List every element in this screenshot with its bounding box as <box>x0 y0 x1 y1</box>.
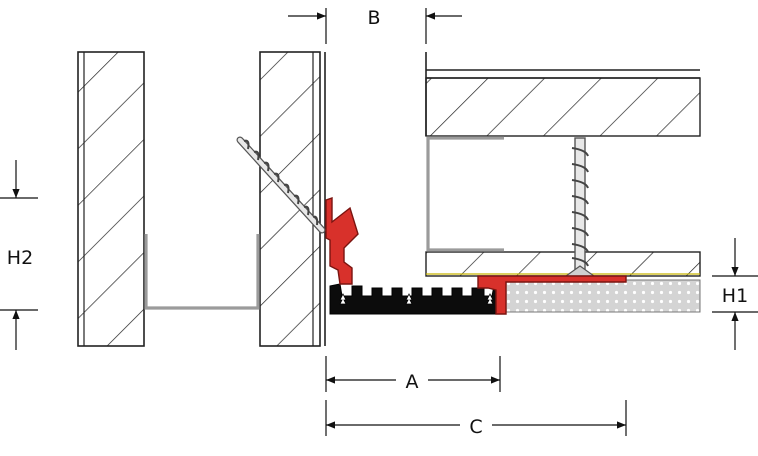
joint-profile <box>325 197 627 315</box>
wall-flange-red <box>325 197 359 285</box>
dimension-c: C <box>325 400 627 438</box>
cavity-bracket <box>144 234 260 310</box>
slab-bracket <box>426 136 504 252</box>
rubber-insert <box>329 283 503 315</box>
dimension-h2-label: H2 <box>7 247 33 269</box>
left-wall <box>77 51 326 347</box>
dimension-a-label: A <box>406 371 419 393</box>
dimension-h1-label: H1 <box>722 285 748 307</box>
floor-slab <box>425 251 701 277</box>
wall-screw <box>236 136 326 234</box>
dimension-h2: H2 <box>0 160 38 350</box>
dimension-b: B <box>288 7 462 44</box>
dimension-b-label: B <box>367 7 380 29</box>
dimension-h1: H1 <box>712 238 758 350</box>
slab-hatch <box>425 77 701 137</box>
right-slab <box>425 52 701 277</box>
dimension-c-label: C <box>469 416 482 438</box>
screed-layer <box>499 279 701 313</box>
floor-flange-red <box>477 275 627 315</box>
slab-screw <box>564 137 596 277</box>
wall-leaf-outer <box>77 51 145 347</box>
dimension-a: A <box>325 356 501 393</box>
